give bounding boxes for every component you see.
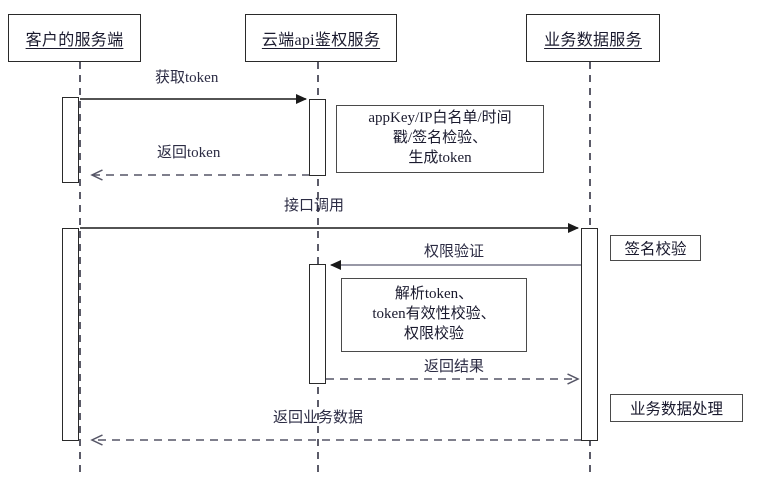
lifeline-header-data[interactable]: 业务数据服务 <box>526 14 660 62</box>
activation-bar-auth-1 <box>309 99 326 176</box>
message-label-m1: 获取token <box>155 70 219 86</box>
lifeline-header-auth-label: 云端api鉴权服务 <box>261 32 381 49</box>
activation-bar-client-2 <box>62 228 79 441</box>
note-box-1-text: appKey/IP白名单/时间 戳/签名检验、 生成token <box>368 109 511 168</box>
note-box-auth-token-generation: appKey/IP白名单/时间 戳/签名检验、 生成token <box>336 105 544 173</box>
activation-bar-client-1 <box>62 97 79 183</box>
lifeline-header-auth[interactable]: 云端api鉴权服务 <box>245 14 397 62</box>
note-1-line-2: 戳/签名检验、 <box>392 130 488 147</box>
lifeline-header-client[interactable]: 客户的服务端 <box>8 14 141 62</box>
note-1-line-3: 生成token <box>408 149 472 166</box>
side-label-business-data-processing: 业务数据处理 <box>610 394 743 422</box>
side-label-1-text: 签名校验 <box>624 241 687 258</box>
activation-bar-data-1 <box>581 228 598 441</box>
lifeline-header-client-label: 客户的服务端 <box>25 32 124 49</box>
side-label-2-text: 业务数据处理 <box>629 401 723 418</box>
message-label-m4: 权限验证 <box>424 244 485 260</box>
message-label-m5: 返回结果 <box>424 359 485 375</box>
note-2-line-3: 权限校验 <box>403 325 464 342</box>
note-2-line-1: 解析token、 <box>394 286 474 303</box>
note-box-2-text: 解析token、 token有效性校验、 权限校验 <box>372 285 495 344</box>
message-label-m2: 返回token <box>157 145 221 161</box>
lifeline-header-data-label: 业务数据服务 <box>544 32 642 49</box>
note-1-line-1: appKey/IP白名单/时间 <box>368 110 512 127</box>
message-label-m3: 接口调用 <box>284 198 345 214</box>
side-label-signature-verification: 签名校验 <box>610 235 701 261</box>
note-2-line-2: token有效性校验、 <box>372 306 496 323</box>
note-box-auth-token-validation: 解析token、 token有效性校验、 权限校验 <box>341 278 527 352</box>
activation-bar-auth-2 <box>309 264 326 384</box>
message-label-m6: 返回业务数据 <box>273 410 364 426</box>
